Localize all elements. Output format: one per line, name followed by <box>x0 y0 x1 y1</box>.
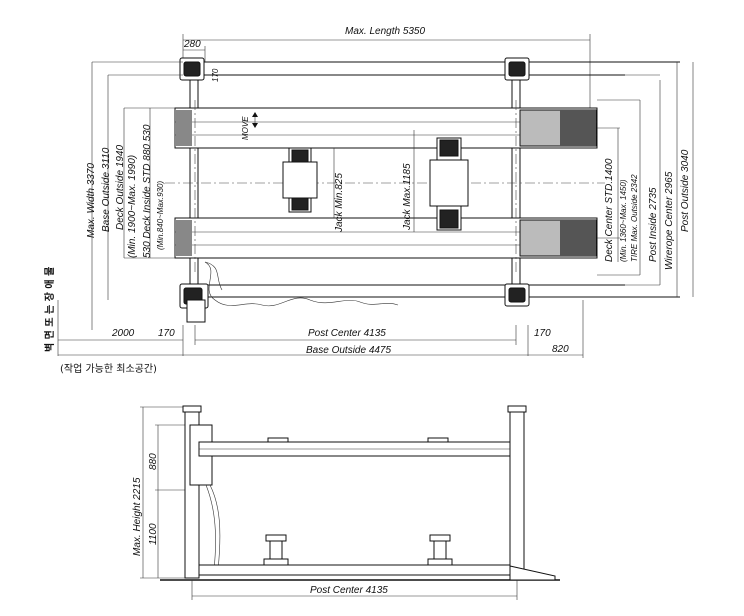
base-outside-width-label: Base Outside 3110 <box>101 147 112 232</box>
deck-center-range-label: (Min. 1360~Max. 1450) <box>619 179 628 262</box>
jack-small <box>282 147 318 213</box>
wall-obstacle-label: 벽 면 또 는 장 애 물 <box>43 267 56 352</box>
runway-end-left-top <box>176 110 192 146</box>
top-view: Max. Length 5350 280 170 <box>43 26 694 375</box>
post-center-bottom-label: Post Center 4135 <box>310 585 388 596</box>
post-inside-label: Post Inside 2735 <box>648 187 659 262</box>
dim-1100-label: 1100 <box>148 523 159 545</box>
wirerope-center-label: Wirerope Center 2965 <box>664 171 675 270</box>
max-length-label: Max. Length 5350 <box>345 26 425 37</box>
jack-max-label: Jack Max.1185 <box>402 163 413 231</box>
max-width-label: Max. Width 3370 <box>86 163 97 238</box>
jack-min-label: Jack Min.825 <box>334 173 345 233</box>
post-outside-label: Post Outside 3040 <box>680 149 691 232</box>
max-height-label: Max. Height 2215 <box>132 477 143 556</box>
tire-max-label: TIRE Max. Outside 2342 <box>630 174 639 262</box>
deck-inside-label: 530 Deck Inside STD 880 530 <box>142 124 153 258</box>
side-view: Max. Height 2215 880 1100 Post Center 41… <box>132 405 560 600</box>
dim-170-right-label: 170 <box>534 328 551 339</box>
base-outside-length-label: Base Outside 4475 <box>306 345 391 356</box>
side-ramp <box>509 565 556 581</box>
move-label: MOVE <box>241 116 250 140</box>
post-center-top-label: Post Center 4135 <box>308 328 386 339</box>
side-jack-right <box>427 534 453 566</box>
deck-outside-range-label: (Min. 1900~Max. 1990) <box>127 155 138 258</box>
dim-280-label: 280 <box>183 39 201 50</box>
deck-center-label: Deck Center STD.1400 <box>604 158 615 262</box>
dim-880-label: 880 <box>148 453 159 470</box>
dim-820-label: 820 <box>552 344 569 355</box>
dim-170-left-label: 170 <box>158 328 175 339</box>
min-working-space-note: (작업 가능한 최소공간) <box>60 362 157 375</box>
runway-end-left-bottom <box>176 220 192 256</box>
deck-outside-label: Deck Outside 1940 <box>115 145 126 230</box>
dim-2000-label: 2000 <box>111 328 135 339</box>
control-box <box>186 299 206 323</box>
hydraulic-hose <box>204 261 399 307</box>
jack-large <box>429 137 469 231</box>
deck-inside-range-label: (Min.840~Max.930) <box>156 181 165 250</box>
side-jack-left <box>263 534 289 566</box>
cross-beam-left <box>189 79 199 285</box>
side-post-right <box>509 409 525 579</box>
